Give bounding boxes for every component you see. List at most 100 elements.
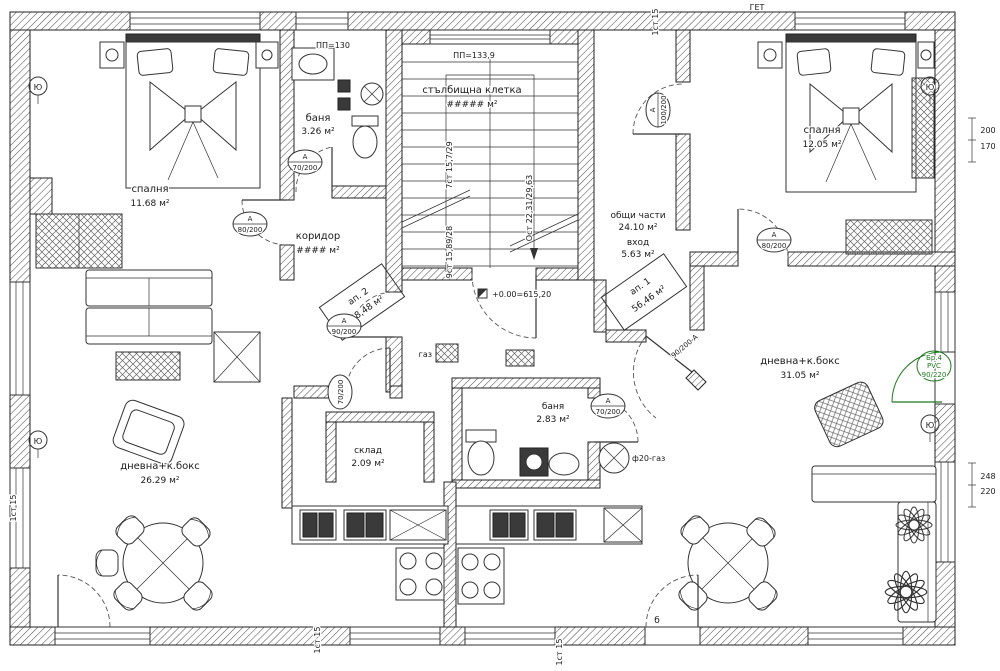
stairwell-stairs [401, 55, 579, 272]
window-bottom-right [807, 626, 904, 646]
room-name-stairwell: стълбищна клетка [422, 85, 521, 96]
room-area-stairwell: ##### м² [447, 100, 498, 110]
balcony-door-line1: Бр.4 [926, 354, 942, 362]
armchair-right [814, 381, 884, 448]
door-label-storage: 70/200 [327, 374, 353, 410]
door-size: 100/200 [660, 95, 668, 124]
door-label-balcony: Бр.4 PVC 90/220 [916, 350, 952, 382]
room-name-common: общи части [610, 211, 665, 221]
dim-200: 200 [980, 126, 995, 135]
terrace-door-mark: б [654, 616, 660, 626]
room-area-living-left: 26.29 м² [140, 476, 179, 486]
window-bottom-kitchen-left [349, 626, 441, 646]
window-right-dining [934, 461, 956, 563]
bath-mid-fixtures [465, 429, 580, 477]
dining-table-left [95, 512, 216, 614]
door-mark: А [772, 231, 777, 239]
entry-level-label: +0.00=615,20 [492, 290, 551, 299]
stair-flight-up-label: 7ст 15,7/29 [445, 141, 454, 188]
stair-total-label: Ост 22,31/29,63 [525, 175, 534, 241]
bath-top-fixtures [291, 47, 384, 159]
window-right-living [934, 291, 956, 353]
nightstands-right-bedroom [757, 41, 935, 69]
dim-248: 248 [980, 472, 995, 481]
door-size: 70/200 [596, 408, 621, 416]
south-label: Ю [926, 421, 935, 430]
windows [9, 11, 956, 646]
door-label-entry-hall: А 100/200 [645, 92, 671, 128]
wardrobe-left-bedroom [35, 213, 123, 269]
grid-label-bottom-1: 1ст 15 [313, 627, 322, 654]
door-arcs [57, 83, 943, 628]
level-labels: ПП=130 ПП=133,9 +0.00=615,20 [315, 40, 553, 301]
south-label: Ю [926, 83, 935, 92]
room-name-corridor: коридор [296, 231, 340, 242]
bed-right [785, 33, 917, 193]
grid-label-top: 1ст 15 [651, 9, 660, 36]
door-mark: А [248, 215, 253, 223]
room-area-bedroom-left: 11.68 м² [130, 199, 169, 209]
room-area-living-right: 31.05 м² [780, 371, 819, 381]
room-area-entry: 5.63 м² [621, 250, 655, 260]
dimension-lines [968, 117, 976, 508]
room-labels: спалня 11.68 м² баня 3.26 м² стълбищна к… [119, 84, 843, 488]
south-label: Ю [34, 83, 43, 92]
kitchen-right [455, 505, 643, 605]
room-name-living-left: дневна+к.бокс [120, 461, 200, 472]
room-area-storage: 2.09 м² [351, 459, 385, 469]
annotation-labels: газ ф20-газ ГЕТ 1ст 15 1ст 15 1ст 15 1ст… [8, 2, 766, 667]
window-bottom-kitchen-right [464, 626, 556, 646]
room-area-common: 24.10 м² [618, 223, 657, 233]
balcony-door-line3: 90/220 [922, 371, 947, 379]
door-label-ap2-entry: А 90/200 [326, 313, 362, 339]
dining-table-right [675, 512, 781, 614]
window-left-dining [9, 467, 31, 569]
stair-walk-line [445, 74, 538, 272]
dim-170: 170 [980, 142, 995, 151]
balcony-door-line2: PVC [927, 362, 941, 370]
coffee-table-left [115, 351, 181, 381]
bed-left [125, 33, 261, 189]
door-size: 70/200 [293, 164, 318, 172]
sofa-right [811, 465, 937, 623]
get-label: ГЕТ [750, 3, 765, 12]
door-size: 80/200 [238, 226, 263, 234]
room-area-bedroom-right: 12.05 м² [802, 140, 841, 150]
south-marker: Ю [28, 430, 48, 458]
room-area-bath-mid: 2.83 м² [536, 415, 570, 425]
window-top-bedroom-right [794, 11, 906, 31]
grid-label-left: 1ст 15 [9, 495, 18, 522]
south-label: Ю [34, 437, 43, 446]
gas-label: газ [419, 350, 432, 359]
room-name-bedroom-left: спалня [131, 184, 168, 195]
tv-unit-left [213, 331, 261, 383]
room-name-storage: склад [354, 446, 382, 456]
pp-left-label: ПП=130 [316, 41, 350, 50]
door-size: 70/200 [337, 380, 345, 405]
room-name-entry: вход [627, 238, 649, 248]
room-name-bath-top: баня [306, 113, 331, 124]
door-label-bath-top: А 70/200 [287, 149, 323, 175]
window-bottom-left [54, 626, 151, 646]
apartment-1-tag: ап. 1 56,46 м² [600, 253, 688, 331]
door-size: 80/200 [762, 242, 787, 250]
stair-break-lines [401, 189, 579, 253]
stair-flight-down-label: 9ст 15,89/28 [445, 226, 454, 278]
door-mark: А [303, 153, 308, 161]
grid-label-bottom-2: 1ст 15 [555, 639, 564, 666]
room-area-corridor: #### м² [296, 246, 340, 256]
gas-pipe-label: ф20-газ [632, 454, 665, 463]
room-name-bath-mid: баня [542, 402, 564, 412]
window-left-living [9, 281, 31, 396]
window-top-bedroom-left [129, 11, 261, 31]
door-mark: А [606, 397, 611, 405]
nightstands-left-bedroom [99, 41, 279, 69]
kitchen-left [291, 505, 449, 601]
armchair-left [112, 399, 185, 465]
door-label-bedroom-right: А 80/200 [756, 227, 792, 253]
pp-right-label: ПП=133,9 [453, 51, 495, 60]
terrace-door-opening [644, 626, 701, 646]
door-label-bath-mid: А 70/200 [590, 393, 626, 419]
